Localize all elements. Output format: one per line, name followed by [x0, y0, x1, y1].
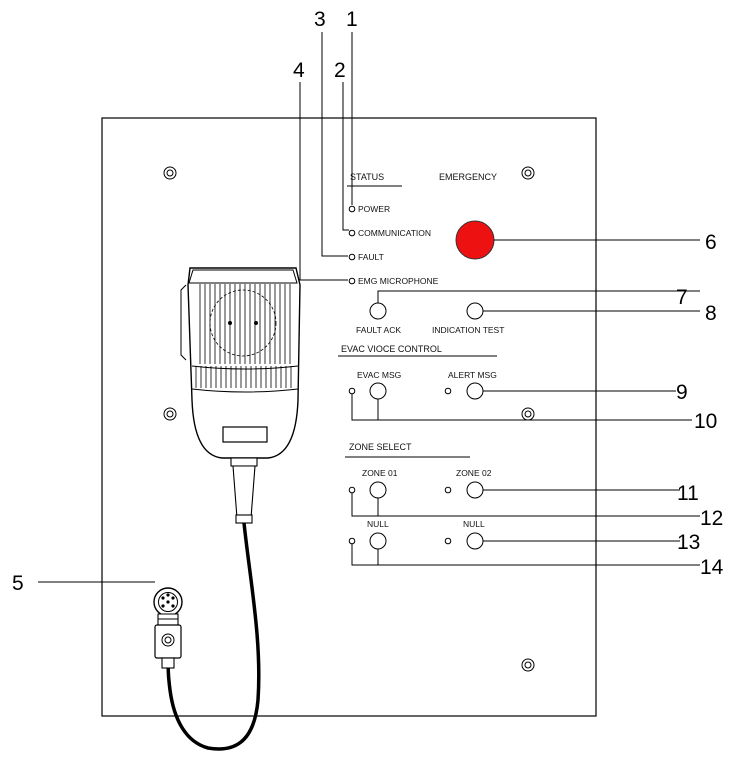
callout-4: 4: [293, 59, 305, 82]
callout-13: 13: [677, 531, 700, 554]
callout-12: 12: [700, 507, 723, 530]
callout-6: 6: [705, 231, 717, 254]
status-title: STATUS: [350, 172, 384, 182]
zone-01-label: ZONE 01: [362, 468, 398, 478]
mounting-screw: [163, 166, 177, 180]
communication-label: COMMUNICATION: [358, 228, 431, 238]
emergency-title: EMERGENCY: [439, 172, 497, 182]
null-1-led: [348, 537, 356, 545]
callout-1: 1: [346, 8, 358, 31]
zone-02-led: [444, 486, 452, 494]
callout-11: 11: [677, 482, 699, 505]
callout-9: 9: [676, 381, 688, 404]
evac-msg-label: EVAC MSG: [357, 370, 401, 380]
mounting-screw: [163, 407, 177, 421]
callout-8: 8: [705, 302, 717, 325]
mounting-screw: [521, 166, 535, 180]
callout-leaders: [38, 32, 700, 583]
power-label: POWER: [358, 204, 390, 214]
null-2-label: NULL: [463, 519, 485, 529]
status-led-fault: FAULT: [348, 252, 384, 262]
fault-ack-label: FAULT ACK: [356, 325, 401, 335]
callout-10: 10: [694, 410, 717, 433]
zone-section-title: ZONE SELECT: [349, 442, 412, 452]
null-1-label: NULL: [367, 519, 389, 529]
alert-msg-label: ALERT MSG: [448, 370, 497, 380]
alert-msg-led: [444, 387, 452, 395]
status-led-power: POWER: [348, 204, 390, 214]
emergency-button[interactable]: [455, 220, 495, 260]
callout-14: 14: [700, 556, 724, 579]
status-led-communication: COMMUNICATION: [348, 228, 431, 238]
status-led-emg-microphone: EMG MICROPHONE: [348, 276, 439, 286]
zone-01-led: [348, 486, 356, 494]
mic-connector: [153, 587, 183, 669]
mounting-screw: [521, 658, 535, 672]
emg-microphone-label: EMG MICROPHONE: [358, 276, 439, 286]
mic-cable: [166, 522, 261, 751]
mic-cable-strain-relief: [230, 457, 258, 524]
callout-3: 3: [314, 8, 326, 31]
evac-section-title: EVAC VIOCE CONTROL: [341, 344, 442, 354]
evac-msg-led: [348, 387, 356, 395]
fault-label: FAULT: [358, 252, 384, 262]
hand-microphone: [180, 267, 301, 459]
indication-test-label: INDICATION TEST: [432, 325, 504, 335]
front-panel: [101, 117, 597, 717]
callout-5: 5: [12, 572, 24, 595]
zone-02-label: ZONE 02: [456, 468, 492, 478]
callout-2: 2: [334, 59, 346, 82]
callout-7: 7: [676, 286, 688, 309]
null-2-led: [444, 537, 452, 545]
